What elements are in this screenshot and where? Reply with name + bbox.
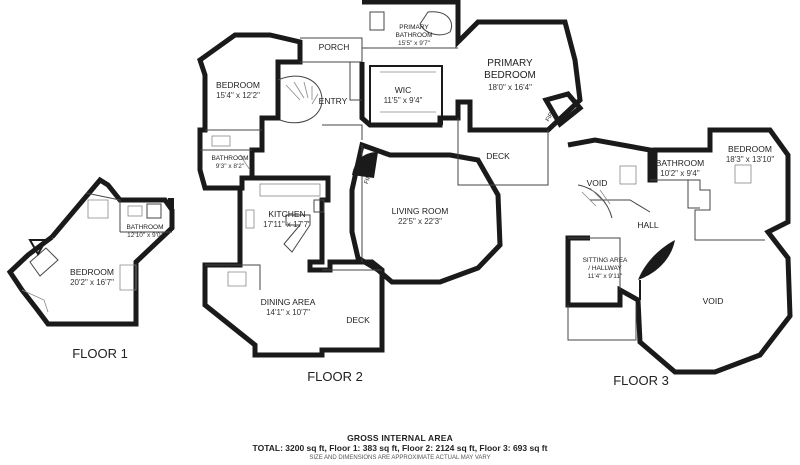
floor1-bathroom-dims: 12'10" x 9'0" bbox=[127, 232, 163, 239]
floor3-bedroom-name: BEDROOM bbox=[728, 144, 772, 154]
floor3-sitting-area-dims: 11'4" x 9'11" bbox=[588, 273, 623, 280]
floor2-wic-name: WIC bbox=[395, 85, 412, 95]
floor-1-label: FLOOR 1 bbox=[72, 346, 128, 361]
floor2-porch-name: PORCH bbox=[319, 42, 350, 52]
floor3-bathroom-name: BATHROOM bbox=[656, 158, 704, 168]
floor-3-plan bbox=[565, 127, 793, 375]
floor3-sitting-area-name-line1: SITTING AREA bbox=[583, 257, 628, 264]
floor2-primary-bedroom-name-line1: PRIMARY bbox=[487, 58, 533, 69]
floor2-primary-bathroom-name-line2: BATHROOM bbox=[395, 32, 432, 39]
floor1-bathroom-name: BATHROOM bbox=[126, 224, 163, 231]
floor2-deck-right-name: DECK bbox=[486, 151, 510, 161]
floor2-living-room-dims: 22'5" x 22'3" bbox=[398, 217, 442, 226]
floor-3-label: FLOOR 3 bbox=[613, 373, 669, 388]
floor-1-plan bbox=[6, 176, 175, 327]
floor3-hall-name: HALL bbox=[637, 220, 659, 230]
floor2-primary-bathroom-dims: 15'5" x 9'7" bbox=[398, 40, 431, 47]
floor2-dining-area-dims: 14'1" x 10'7" bbox=[266, 308, 310, 317]
floor3-sitting-area-name-line2: / HALLWAY bbox=[588, 265, 622, 272]
floor2-wic-dims: 11'5" x 9'4" bbox=[384, 96, 423, 105]
floor1-bedroom-dims: 20'2" x 16'7" bbox=[70, 278, 114, 287]
floor2-entry-name: ENTRY bbox=[319, 96, 348, 106]
floor3-void-bottom-name: VOID bbox=[703, 296, 724, 306]
floor-2-label: FLOOR 2 bbox=[307, 369, 363, 384]
floor1-bedroom-name: BEDROOM bbox=[70, 267, 114, 277]
floor2-bathroom-dims: 9'3" x 8'2" bbox=[216, 163, 245, 170]
floor2-kitchen-name: KITCHEN bbox=[268, 209, 305, 219]
floor2-primary-bedroom-dims: 18'0" x 16'4" bbox=[488, 83, 532, 92]
floor2-dining-area-name: DINING AREA bbox=[261, 297, 316, 307]
floor2-primary-bedroom-name-line2: BEDROOM bbox=[484, 70, 536, 81]
floor2-bedroom-name: BEDROOM bbox=[216, 80, 260, 90]
floor3-void-top-name: VOID bbox=[587, 178, 608, 188]
floor2-bedroom-dims: 15'4" x 12'2" bbox=[216, 91, 260, 100]
floor2-primary-bathroom-name-line1: PRIMARY bbox=[399, 24, 429, 31]
floor2-deck-lower-name: DECK bbox=[346, 315, 370, 325]
floor2-bathroom-name: BATHROOM bbox=[211, 155, 248, 162]
approximate-size-note: SIZE AND DIMENSIONS ARE APPROXIMATE ACTU… bbox=[309, 455, 491, 461]
floor3-bedroom-dims: 18'3" x 13'10" bbox=[726, 155, 774, 164]
floor3-bathroom-dims: 10'2" x 9'4" bbox=[660, 169, 700, 178]
floor-2-plan bbox=[197, 0, 584, 358]
floor2-living-room-name: LIVING ROOM bbox=[392, 206, 449, 216]
floor2-living-fire-label: FIRE bbox=[364, 170, 374, 185]
floor2-kitchen-dims: 17'11" x 17'7" bbox=[263, 220, 311, 229]
gross-internal-area-title: GROSS INTERNAL AREA bbox=[347, 433, 453, 443]
gross-internal-area-total: TOTAL: 3200 sq ft, Floor 1: 383 sq ft, F… bbox=[252, 443, 548, 453]
